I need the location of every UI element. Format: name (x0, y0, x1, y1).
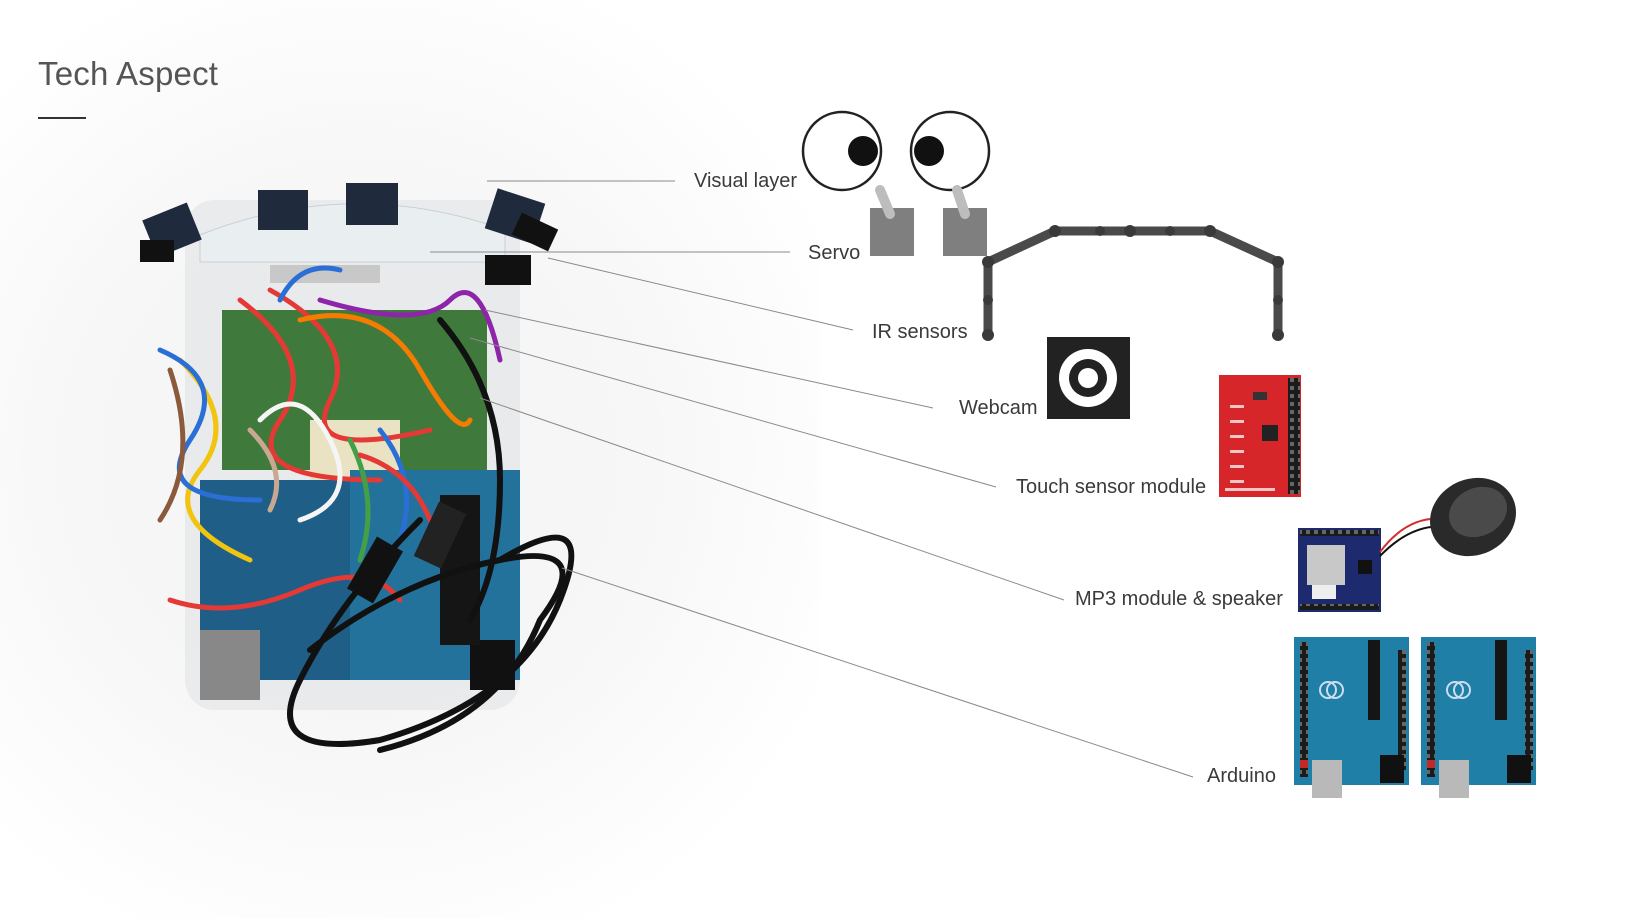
label-touch-sensor: Touch sensor module (1016, 476, 1207, 498)
speaker-icon (1430, 477, 1516, 557)
label-webcam: Webcam (959, 397, 1038, 419)
servo-icon (870, 185, 987, 256)
title-underline (38, 117, 86, 119)
webcam-icon (1047, 337, 1130, 419)
arduino-board-icon (1294, 637, 1409, 798)
robot-photo (140, 183, 575, 753)
eyes-icon (801, 110, 991, 192)
mp3-module-icon (1298, 528, 1381, 612)
ir-sensor-arc-icon (982, 225, 1284, 341)
label-ir-sensors: IR sensors (872, 321, 968, 343)
label-mp3: MP3 module & speaker (1075, 588, 1283, 610)
label-visual-layer: Visual layer (694, 170, 798, 192)
label-servo: Servo (808, 242, 861, 264)
page-title: Tech Aspect (38, 55, 219, 92)
arduino-board-icon (1421, 637, 1536, 798)
touch-sensor-board-icon (1219, 375, 1301, 497)
leader-lines (430, 180, 1194, 778)
label-arduino: Arduino (1207, 765, 1276, 787)
